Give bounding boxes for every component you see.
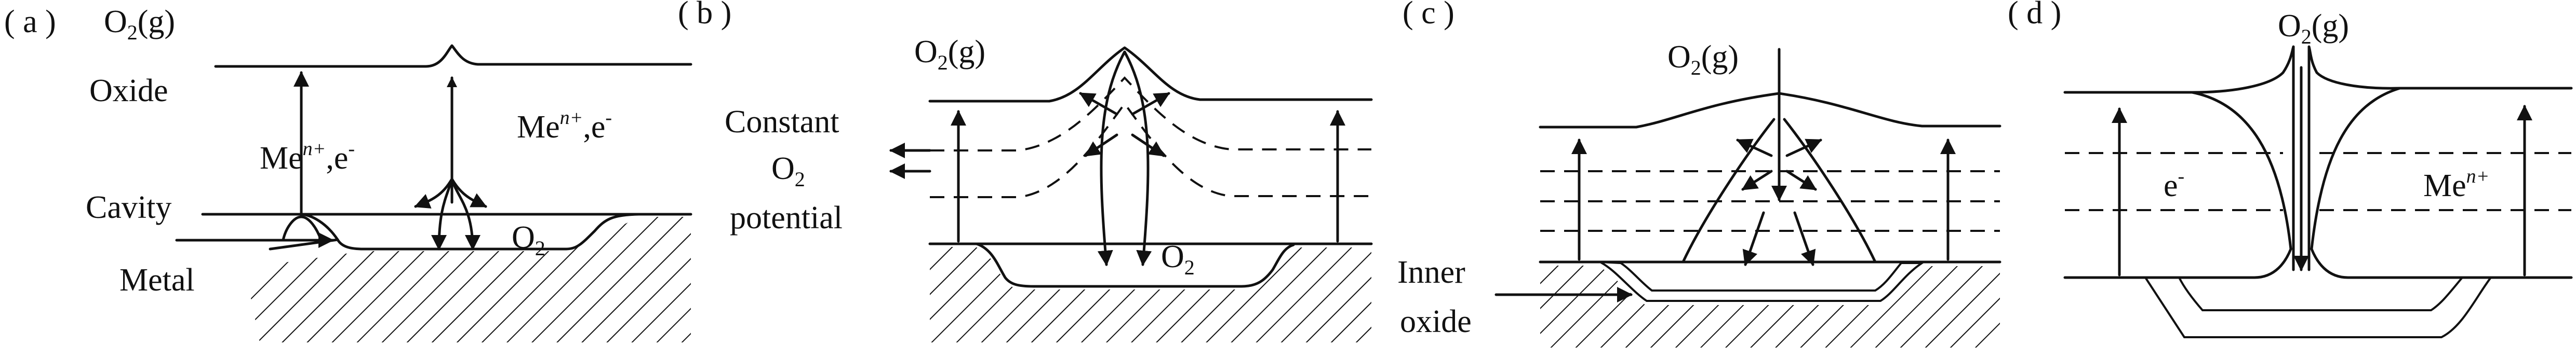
panel-b-arrow-diag-2 <box>1084 133 1118 157</box>
panel-b-cavity-outline <box>975 242 1295 288</box>
panel-a-bump <box>282 215 323 242</box>
panel-a-oxide-surface <box>214 44 692 68</box>
panel-d-oxide-surface-left <box>2063 45 2295 271</box>
panel-a-o2-arrow-side-right <box>450 177 487 208</box>
panel-b-dashed-line-lower <box>930 102 1371 198</box>
panel-c-arrow-diag-2 <box>1741 170 1773 191</box>
panel-d-oxide-surface-right <box>2307 45 2573 271</box>
panel-b-metal-hatch <box>930 247 1371 342</box>
panel-d-electron-label: e- <box>2164 165 2184 203</box>
panel-b-oxide-surface <box>928 46 1373 103</box>
panel-d-gas-label: O2(g) <box>2278 8 2349 48</box>
panel-d: ( d ) O2(g) e- Men+ <box>2008 0 2573 338</box>
panel-b-o2-label: O2 <box>1161 239 1195 279</box>
panel-d-inner-oxide-layer <box>2143 277 2493 338</box>
panel-a: ( a ) O2(g) Oxide Cavity Metal Men+,e- M… <box>4 4 692 342</box>
panel-b-label: ( b ) <box>678 0 731 31</box>
panel-b-potential-label: potential <box>730 200 843 236</box>
panel-c: ( c ) O2(g) Inner oxide <box>1397 0 2001 348</box>
panel-a-o2-arrow-side-left <box>414 177 453 209</box>
panel-c-arrow-diag-3 <box>1785 139 1822 157</box>
panel-b-arrow-diag-4 <box>1131 133 1165 157</box>
panel-b: ( b ) O2(g) Constant O2 potential O2 <box>678 0 1373 342</box>
panel-c-stream-right <box>1783 118 1877 264</box>
panel-a-cavity-label: Cavity <box>86 190 171 225</box>
panel-c-label: ( c ) <box>1403 0 1454 31</box>
panel-a-metal-hatch <box>249 217 691 342</box>
panel-d-label: ( d ) <box>2008 0 2061 31</box>
panel-d-ion-label: Men+ <box>2423 165 2489 203</box>
panel-c-arrow-diag-1 <box>1736 139 1773 157</box>
panel-b-gas-label: O2(g) <box>914 34 985 74</box>
panel-b-central-stream-left <box>1097 50 1126 266</box>
panel-b-o2-mid-label: O2 <box>771 151 805 191</box>
panel-c-inner-oxide-layer <box>1599 261 1926 302</box>
panel-b-dashed-line-upper <box>930 76 1371 151</box>
panel-c-oxide-surface <box>1539 92 2001 129</box>
panel-c-arrow-down-right <box>1793 211 1816 266</box>
panel-d-oxide-metal-interface <box>2063 247 2573 279</box>
panel-a-o2-arrow-left <box>431 177 453 251</box>
panel-a-label: ( a ) <box>4 4 56 39</box>
panel-a-ion-left-label: Men+,e- <box>260 138 355 176</box>
panel-a-ion-right-label: Men+,e- <box>517 107 612 145</box>
panel-a-o2-arrow-right <box>450 177 481 251</box>
panel-b-arrow-diag-3 <box>1131 92 1170 116</box>
panel-c-stream-left <box>1681 118 1776 264</box>
panel-c-arrow-down-left <box>1742 211 1765 266</box>
panel-c-inner-label: Inner <box>1397 255 1465 290</box>
panel-c-oxide-label: oxide <box>1400 304 1472 339</box>
panel-a-oxide-label: Oxide <box>89 73 168 108</box>
panel-d-inner-curve-right <box>2310 87 2401 251</box>
panel-a-metal-label: Metal <box>119 263 195 298</box>
panel-b-central-stream-right <box>1123 50 1152 266</box>
panel-a-cavity-outline <box>297 213 640 251</box>
panel-b-constant-label: Constant <box>725 104 839 140</box>
panel-c-gas-label: O2(g) <box>1667 39 1739 79</box>
panel-c-arrow-diag-4 <box>1785 170 1817 191</box>
panel-c-metal-hatch <box>1540 266 2000 348</box>
panel-a-gas-label: O2(g) <box>104 4 175 44</box>
panel-b-arrow-diag-1 <box>1079 92 1118 116</box>
panel-d-inner-curve-left <box>2191 91 2292 251</box>
